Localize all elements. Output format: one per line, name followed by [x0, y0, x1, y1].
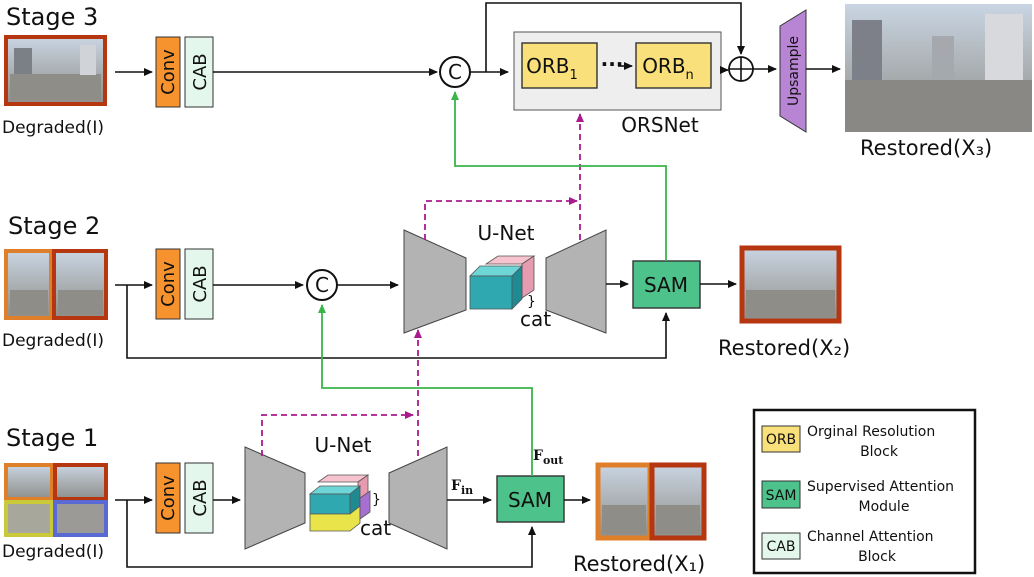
stage3-cab-block: CAB [184, 36, 214, 108]
stage1-sam-block: SAM [496, 475, 565, 523]
svg-text:CAB: CAB [190, 53, 211, 90]
svg-text:ORB1: ORB1 [526, 54, 578, 83]
svg-text:ORBn: ORBn [642, 54, 694, 83]
stage3-output-label: Restored(X₃) [860, 136, 992, 160]
stage3-input-label: Degraded(I) [2, 118, 104, 138]
svg-text:Conv: Conv [158, 261, 179, 307]
dashed-feature-arrow [424, 197, 578, 240]
stage2-title: Stage 2 [8, 212, 100, 240]
stage2-output-label: Restored(X₂) [718, 336, 850, 360]
f-out-label: Fout [533, 448, 564, 467]
legend-item-orb: ORB Orginal Resolution Block [761, 424, 935, 460]
dashed-feature-arrow [261, 411, 414, 456]
stage3-title: Stage 3 [6, 3, 98, 31]
stage2-input-image [4, 249, 108, 320]
svg-text:Block: Block [858, 549, 897, 565]
stage1-unet: U-Net } cat [244, 433, 448, 550]
stage2-cab-block: CAB [184, 248, 214, 320]
svg-text:cat: cat [520, 307, 551, 331]
svg-text:Supervised Attention: Supervised Attention [807, 479, 954, 495]
svg-text:ORB: ORB [766, 432, 796, 448]
svg-text:Upsample: Upsample [786, 36, 802, 106]
stage2-conv-block: Conv [155, 248, 181, 320]
svg-text:CAB: CAB [190, 479, 211, 516]
stage2-restored-image [739, 245, 842, 324]
svg-text:SAM: SAM [766, 488, 797, 504]
orb-n-block [635, 42, 712, 89]
svg-text:CAB: CAB [190, 265, 211, 302]
skip-arrow [126, 285, 670, 359]
svg-text:C: C [315, 273, 329, 297]
orsnet-block: ORB1 ··· ORBn ORSNet [513, 31, 722, 137]
svg-text:C: C [448, 60, 462, 84]
stage1-output-label: Restored(X₁) [573, 552, 705, 576]
svg-text:U-Net: U-Net [315, 433, 372, 457]
svg-text:Conv: Conv [158, 475, 179, 521]
stage3-restored-image [845, 4, 1032, 132]
stage2-feature-cubes [469, 255, 536, 310]
stage1-conv-block: Conv [155, 462, 181, 534]
svg-text:cat: cat [360, 516, 391, 540]
svg-text:Orginal Resolution: Orginal Resolution [807, 424, 935, 440]
stage2-input-label: Degraded(I) [2, 331, 104, 351]
stage3-conv-block: Conv [155, 36, 181, 108]
svg-text:CAB: CAB [767, 539, 796, 555]
legend-item-cab: CAB Channel Attention Block [761, 529, 934, 565]
svg-text:Channel Attention: Channel Attention [807, 529, 934, 545]
f-in-label: Fin [451, 478, 473, 497]
svg-text:···: ··· [601, 52, 624, 76]
svg-text:}: } [372, 492, 381, 508]
stage2-concat-node: C [306, 269, 338, 301]
svg-text:}: } [527, 294, 536, 310]
stage2-sam-block: SAM [632, 260, 701, 309]
svg-text:U-Net: U-Net [478, 221, 535, 245]
stage1-cab-block: CAB [184, 462, 214, 534]
orb-1-block [521, 42, 598, 89]
stage1-input-label: Degraded(I) [2, 542, 104, 562]
stage2-unet: U-Net } cat [403, 221, 607, 334]
svg-text:Conv: Conv [158, 49, 179, 95]
legend: ORB Orginal Resolution Block SAM Supervi… [752, 408, 977, 575]
svg-text:Block: Block [860, 444, 899, 460]
svg-text:SAM: SAM [644, 273, 688, 297]
stage1-restored-image [595, 462, 707, 541]
skip-arrow [485, 2, 745, 72]
skip-arrow [126, 500, 536, 568]
upsample-block: Upsample [779, 9, 807, 133]
green-feature-arrow [318, 304, 533, 476]
stage1-input-image [4, 463, 108, 537]
legend-item-sam: SAM Supervised Attention Module [761, 479, 954, 515]
svg-text:Module: Module [859, 499, 910, 515]
green-feature-arrow [451, 91, 667, 261]
svg-text:SAM: SAM [508, 488, 552, 512]
stage1-title: Stage 1 [6, 424, 98, 452]
stage3-concat-node: C [439, 56, 471, 88]
add-node [728, 56, 754, 82]
orsnet-label: ORSNet [621, 113, 699, 137]
stage1-feature-cubes [308, 474, 371, 532]
stage3-input-image [4, 35, 107, 106]
